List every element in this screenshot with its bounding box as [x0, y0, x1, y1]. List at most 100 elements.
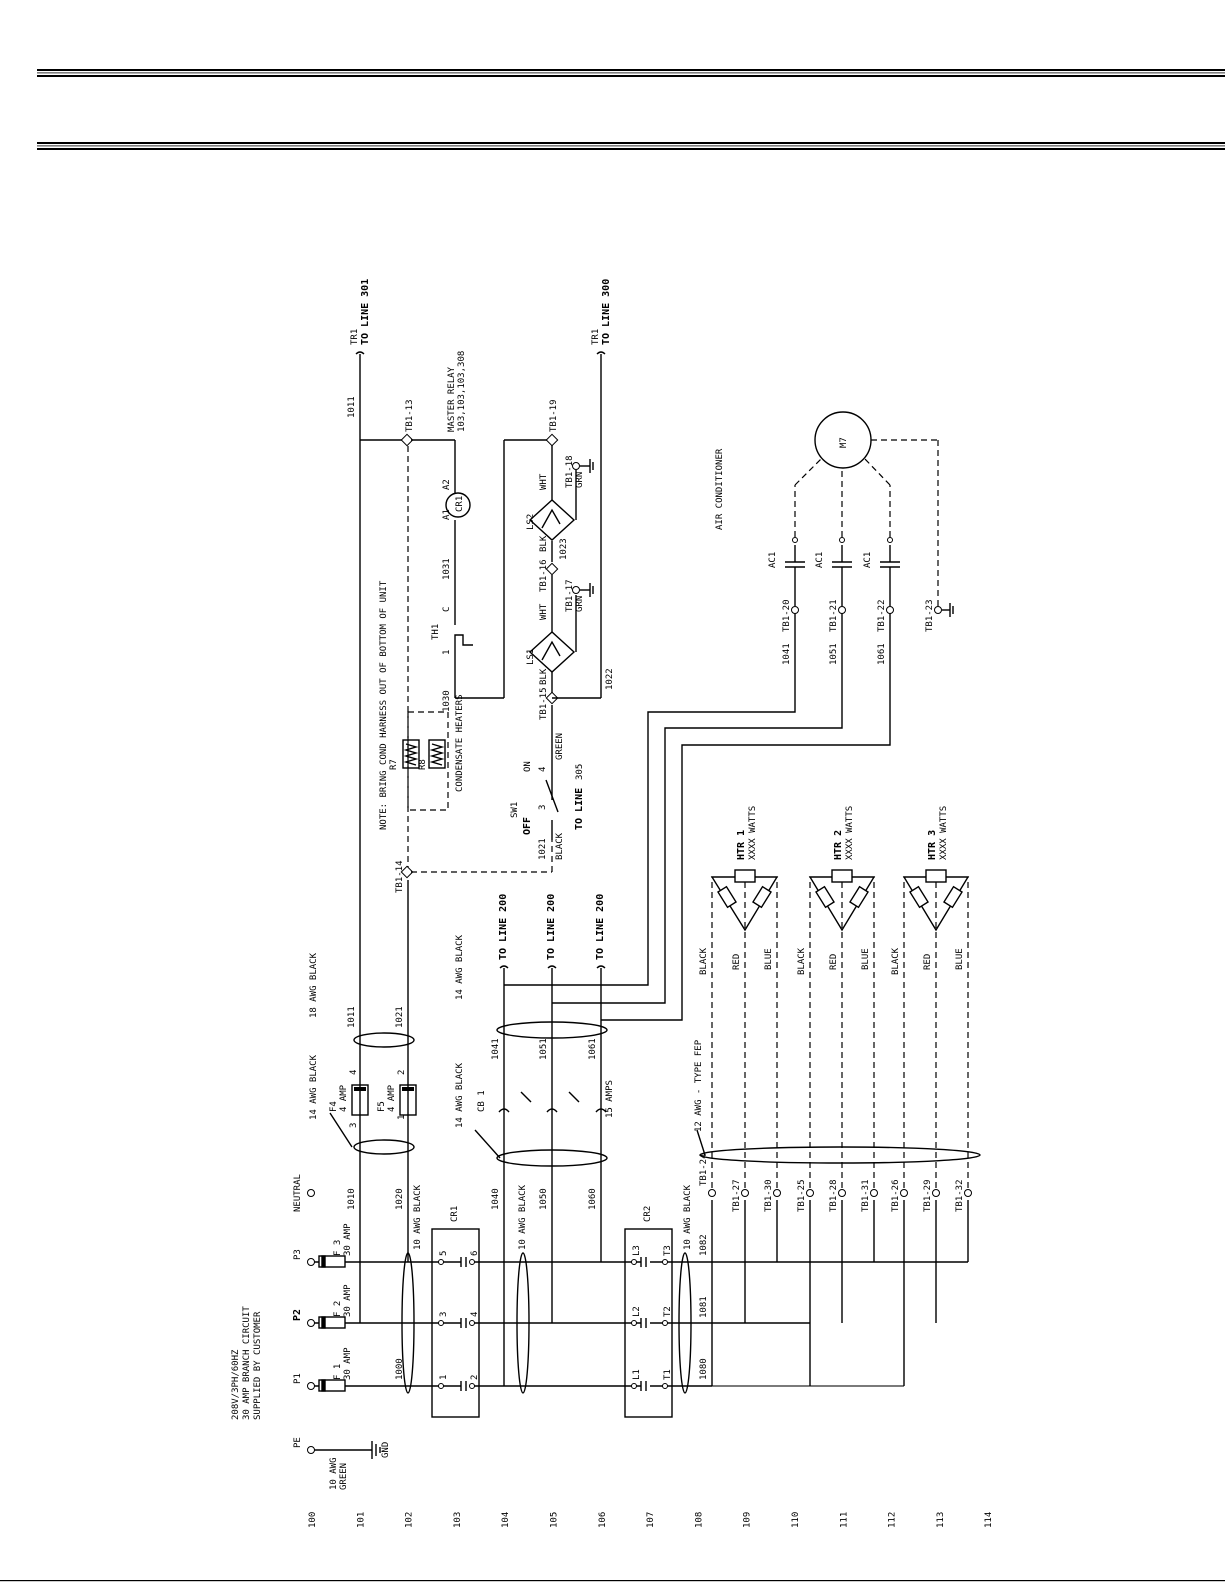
- svg-text:TO LINE 300: TO LINE 300: [601, 279, 612, 345]
- svg-text:BLACK: BLACK: [699, 947, 709, 975]
- cr1-box: [431, 1228, 480, 1418]
- svg-text:BLUE: BLUE: [861, 948, 871, 970]
- svg-text:TB1-14: TB1-14: [395, 860, 405, 893]
- svg-text:TB1-16: TB1-16: [539, 559, 549, 592]
- svg-text:ON: ON: [523, 761, 533, 772]
- svg-text:BLK: BLK: [539, 535, 549, 552]
- svg-text:BLACK: BLACK: [891, 947, 901, 975]
- svg-text:1: 1: [442, 650, 452, 655]
- svg-text:P2: P2: [292, 1309, 303, 1321]
- svg-text:1: 1: [439, 1375, 449, 1380]
- svg-text:TB1-19: TB1-19: [549, 399, 559, 432]
- svg-text:4 AMP: 4 AMP: [387, 1084, 397, 1112]
- svg-text:TO LINE 301: TO LINE 301: [360, 279, 371, 345]
- svg-text:1051: 1051: [829, 643, 839, 665]
- svg-text:TB1-25: TB1-25: [797, 1179, 807, 1212]
- line-number: 101: [356, 1512, 366, 1528]
- svg-text:4: 4: [349, 1070, 359, 1075]
- line-number: 104: [501, 1512, 511, 1528]
- svg-text:PE: PE: [293, 1437, 303, 1448]
- svg-text:LS1: LS1: [526, 649, 536, 665]
- svg-text:TB1-27: TB1-27: [732, 1179, 742, 1212]
- svg-text:NOTE: BRING COND HARNESS OUT O: NOTE: BRING COND HARNESS OUT OF BOTTOM O…: [379, 580, 389, 830]
- svg-text:GRN: GRN: [575, 596, 585, 612]
- svg-text:1082: 1082: [699, 1234, 709, 1256]
- svg-text:CB 1: CB 1: [477, 1090, 487, 1112]
- svg-text:103,103,103,308: 103,103,103,308: [457, 351, 467, 432]
- svg-text:P3: P3: [293, 1249, 303, 1260]
- cr2-box: [624, 1228, 673, 1418]
- line-number: 105: [550, 1512, 560, 1528]
- svg-text:1: 1: [397, 1115, 407, 1120]
- svg-text:BLACK: BLACK: [797, 947, 807, 975]
- svg-text:10 AWG BLACK: 10 AWG BLACK: [683, 1184, 693, 1250]
- svg-text:2: 2: [397, 1070, 407, 1075]
- svg-text:12 AWG - TYPE FEP: 12 AWG - TYPE FEP: [694, 1039, 704, 1132]
- svg-text:4: 4: [538, 767, 548, 772]
- svg-text:TR1: TR1: [591, 329, 601, 345]
- supply-line3: SUPPLIED BY CUSTOMER: [253, 1311, 263, 1420]
- svg-text:1023: 1023: [559, 538, 569, 560]
- svg-text:CR1: CR1: [455, 496, 465, 512]
- svg-text:14 AWG BLACK: 14 AWG BLACK: [455, 1062, 465, 1128]
- svg-text:5: 5: [439, 1251, 449, 1256]
- svg-text:4 AMP: 4 AMP: [339, 1084, 349, 1112]
- svg-text:MASTER RELAY: MASTER RELAY: [447, 366, 457, 432]
- svg-text:WHT: WHT: [539, 603, 549, 620]
- svg-text:L3: L3: [632, 1245, 642, 1256]
- svg-text:TB1-24: TB1-24: [699, 1153, 709, 1186]
- control-circuit: [355, 351, 606, 879]
- svg-text:TO LINE 200: TO LINE 200: [498, 894, 509, 960]
- svg-text:L2: L2: [632, 1306, 642, 1317]
- air-conditioner: [785, 411, 954, 617]
- svg-text:BLUE: BLUE: [955, 948, 965, 970]
- svg-text:SW1: SW1: [510, 802, 520, 818]
- svg-text:30 AMP: 30 AMP: [343, 1223, 353, 1256]
- svg-text:18 AWG BLACK: 18 AWG BLACK: [309, 952, 319, 1018]
- svg-text:TB1-28: TB1-28: [829, 1179, 839, 1212]
- svg-text:A1: A1: [442, 509, 452, 520]
- line-number: 102: [405, 1512, 415, 1528]
- svg-text:TO LINE 200: TO LINE 200: [595, 894, 606, 960]
- svg-text:1020: 1020: [395, 1188, 405, 1210]
- svg-text:R7: R7: [389, 759, 399, 770]
- line-number: 114: [984, 1512, 994, 1528]
- svg-text:HTR 2: HTR 2: [833, 830, 844, 860]
- svg-text:TB1-21: TB1-21: [829, 599, 839, 632]
- svg-text:P1: P1: [293, 1373, 303, 1384]
- svg-text:TB1-13: TB1-13: [405, 399, 415, 432]
- svg-text:1010: 1010: [347, 1188, 357, 1210]
- svg-text:305: 305: [575, 764, 585, 780]
- svg-text:1011: 1011: [347, 1006, 357, 1028]
- svg-text:TO LINE 200: TO LINE 200: [546, 894, 557, 960]
- svg-text:1061: 1061: [877, 643, 887, 665]
- line-number: 100: [308, 1512, 318, 1528]
- svg-text:L1: L1: [632, 1369, 642, 1380]
- svg-text:F 3: F 3: [333, 1240, 343, 1256]
- svg-text:TB1-22: TB1-22: [877, 599, 887, 632]
- svg-text:TB1-31: TB1-31: [861, 1179, 871, 1212]
- svg-text:TR1: TR1: [350, 329, 360, 345]
- svg-text:3: 3: [538, 805, 548, 810]
- svg-text:2: 2: [470, 1375, 480, 1380]
- svg-text:AC1: AC1: [768, 552, 778, 568]
- svg-text:XXXX WATTS: XXXX WATTS: [939, 806, 949, 860]
- svg-text:6: 6: [470, 1251, 480, 1256]
- svg-text:RED: RED: [923, 954, 933, 970]
- svg-text:4: 4: [470, 1312, 480, 1317]
- svg-text:10 AWG BLACK: 10 AWG BLACK: [518, 1184, 528, 1250]
- supply-line1: 208V/3PH/60HZ: [231, 1349, 241, 1420]
- svg-text:LS2: LS2: [526, 514, 536, 530]
- svg-text:XXXX WATTS: XXXX WATTS: [845, 806, 855, 860]
- svg-text:R8: R8: [418, 759, 428, 770]
- svg-text:1021: 1021: [538, 838, 548, 860]
- line-number: 106: [598, 1512, 608, 1528]
- svg-text:TB1-30: TB1-30: [764, 1179, 774, 1212]
- svg-text:15 AMPS: 15 AMPS: [605, 1080, 615, 1118]
- line-number: 108: [694, 1512, 704, 1528]
- svg-text:1000: 1000: [395, 1358, 405, 1380]
- line-number: 110: [791, 1512, 801, 1528]
- svg-text:HTR 3: HTR 3: [927, 830, 938, 860]
- line-number: 103: [453, 1512, 463, 1528]
